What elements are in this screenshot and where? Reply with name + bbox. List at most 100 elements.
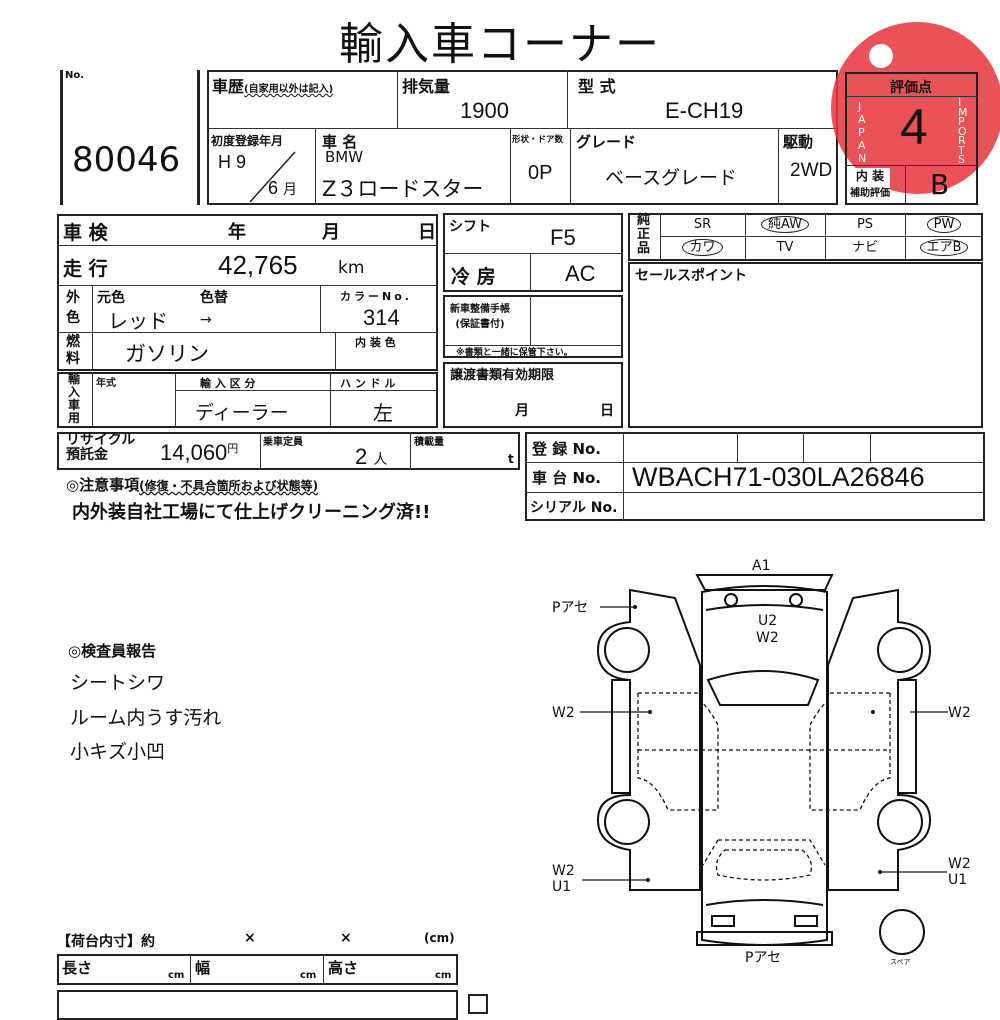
label-right-rear-2: U1: [948, 872, 967, 888]
windshield: [706, 670, 820, 706]
label-right-door: W2: [948, 705, 971, 721]
inspector-line: シートシワ: [70, 672, 166, 694]
first-reg-year: H 9: [218, 152, 247, 172]
body-doors-value: 0P: [528, 162, 553, 184]
rear-bumper: [696, 931, 833, 946]
transfer-table: [443, 362, 623, 428]
score-label: 評価点: [890, 80, 932, 96]
shift-label: シフト: [449, 219, 491, 235]
displacement-label: 排気量: [402, 77, 451, 96]
rear-spoiler: [695, 574, 834, 591]
drive-value: 2WD: [790, 160, 833, 181]
cm-unit: cm: [168, 970, 185, 981]
shift-value: F5: [550, 225, 576, 250]
car-name: Z３ロードスター: [322, 177, 484, 201]
import-table: [57, 372, 438, 428]
orig-color-label: 元色: [97, 290, 125, 306]
equipment-label: 純正品: [637, 213, 651, 256]
import-type-value: ディーラー: [195, 402, 289, 424]
cargo-length-label: 長さ: [62, 959, 93, 977]
color-no-value: 314: [363, 305, 400, 330]
exterior-label: 外色: [66, 290, 80, 326]
cm-unit: cm: [300, 970, 317, 981]
cargo-height-label: 高さ: [328, 959, 359, 977]
fuel-label: 燃料: [66, 334, 80, 367]
page-title: 輸入車コーナー: [339, 19, 661, 70]
left-panel: [596, 588, 701, 891]
first-reg-month: 6 月: [268, 178, 298, 198]
interior-score-value: B: [930, 168, 950, 201]
chassis-value: WBACH71-030LA26846: [632, 462, 925, 492]
equipment-item: 純AW: [745, 214, 825, 236]
car-body: [701, 585, 828, 946]
lot-number: 80046: [72, 140, 181, 180]
interior-score-label: 内 装補助評価: [850, 168, 890, 202]
serial-label: シリアル No.: [530, 500, 618, 516]
right-panel: [827, 588, 932, 891]
inspector-line: ルーム内うす汚れ: [70, 707, 222, 729]
sales-point-label: セールスポイント: [635, 268, 747, 284]
body-doors-label: 形状・ドア数: [512, 135, 564, 145]
label-hood-1: U2: [758, 613, 777, 629]
fuel-value: ガソリン: [125, 342, 209, 366]
capacity-label: 乗車定員: [263, 437, 303, 448]
manual-note: ※書類と一緒に保管下さい。: [456, 348, 573, 358]
cargo-width-label: 幅: [195, 959, 211, 977]
inspector-label: ◎検査員報告: [68, 642, 157, 660]
recycle-value: 14,060円: [160, 440, 239, 465]
equipment-item: PS: [856, 217, 874, 232]
model-code-value: E-CH19: [665, 98, 744, 123]
first-reg-label: 初度登録年月: [211, 134, 284, 148]
lower-box: [57, 990, 458, 1020]
label-hood-2: W2: [756, 630, 779, 646]
wheel: [604, 627, 650, 673]
car-name-label: 車 名: [322, 133, 358, 151]
notes-label: ◎注意事項(修復・不具合箇所および状態等): [66, 476, 319, 494]
lot-no-label: No.: [65, 70, 85, 81]
wheel: [877, 627, 923, 673]
history-label: 車歴(自家用以外は記入): [212, 77, 334, 96]
sales-point-box: [628, 262, 983, 428]
load-unit: t: [508, 452, 514, 466]
interior-color-label: 内 装 色: [355, 336, 396, 349]
label-left-rear-1: W2: [552, 863, 575, 879]
label-spare: スペア: [890, 958, 911, 966]
watermark-text-imports: IMPORTS: [958, 96, 968, 166]
month-unit: 月: [322, 222, 340, 243]
grade-label: グレード: [576, 133, 637, 151]
inspector-line: 小キズ小凹: [70, 741, 166, 763]
equipment-item: カワ: [660, 237, 745, 259]
registration-table: [525, 432, 985, 521]
score-value: 4: [900, 99, 928, 155]
repaint-arrow: →: [200, 312, 212, 328]
year-unit: 年: [228, 222, 246, 243]
orig-color-value: レッド: [108, 309, 168, 333]
equipment-item: SR: [693, 217, 712, 232]
cm-unit: cm: [435, 970, 452, 981]
reg-no-label: 登 録 No.: [532, 440, 602, 458]
load-label: 積載量: [414, 437, 444, 448]
equipment-item: ナビ: [851, 240, 878, 255]
cargo-x1: ×: [244, 930, 256, 946]
inspection-label: 車 検: [63, 222, 108, 244]
equipment-item: エアB: [905, 237, 983, 259]
cargo-table: [57, 954, 458, 985]
model-code-label: 型 式: [578, 77, 616, 96]
capacity-value: 2 人: [355, 444, 388, 469]
notes-text: 内外装自社工場にて仕上げクリーニング済!!: [72, 502, 431, 523]
lot-number-bracket: [60, 70, 200, 205]
handle-value: 左: [373, 401, 393, 425]
score-box: [845, 72, 978, 205]
spare-tire: [879, 909, 925, 955]
import-label: 輸入車用: [68, 372, 81, 425]
shift-ac-table: [443, 213, 623, 292]
details-table: [57, 214, 438, 371]
watermark-text-japan: JAPAN: [858, 100, 867, 165]
repaint-label: 色替: [200, 290, 228, 306]
equipment-table: [628, 213, 983, 261]
recycle-table: [57, 432, 520, 470]
lower-side-box: [468, 994, 488, 1014]
handle-label: ハ ン ド ル: [340, 377, 396, 390]
recycle-label: リサイクル預託金: [66, 432, 136, 463]
mileage-unit: km: [338, 258, 365, 278]
